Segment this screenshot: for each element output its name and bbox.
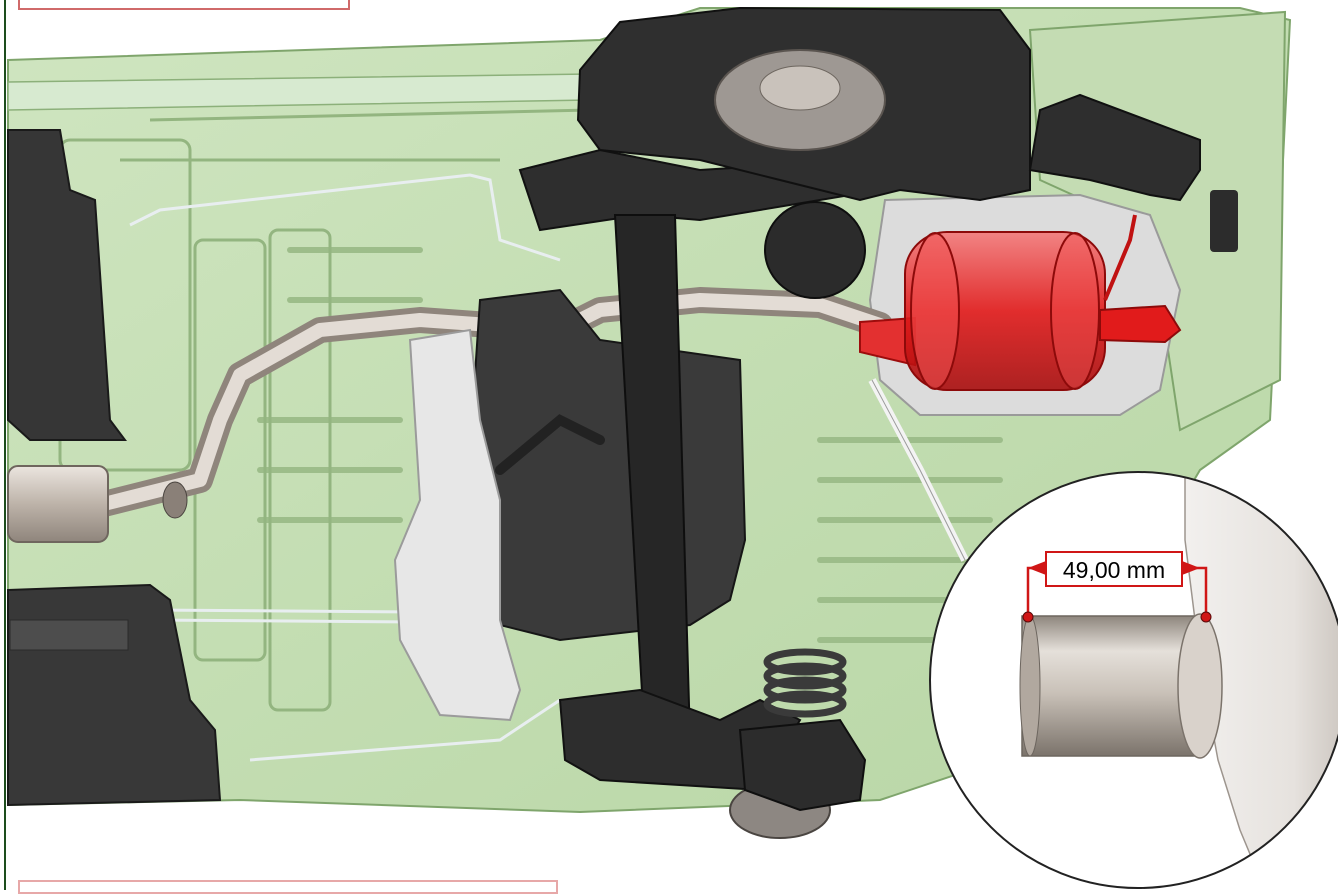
detail-callout: 49,00 mm — [929, 471, 1338, 889]
tailpipe-section — [1021, 615, 1201, 757]
brake-line — [129, 173, 561, 762]
brake-caliper-bottom — [738, 718, 867, 812]
tailpipe-flare — [1177, 613, 1223, 759]
callout-leader-edge — [871, 379, 966, 561]
tow-hook-cover — [1210, 190, 1238, 252]
underbody-cover-front — [7, 129, 127, 441]
floor-ribs — [257, 247, 1003, 643]
rear-muffler — [859, 214, 1182, 391]
floor-channels — [58, 108, 591, 712]
caption-frame-bottom — [18, 880, 558, 894]
rear-bumper-bracket — [1028, 93, 1201, 202]
caption-frame-top — [18, 0, 350, 10]
exhaust-pipe-highlight — [93, 293, 887, 512]
coil-spring — [763, 648, 847, 718]
front-silencer — [7, 465, 109, 543]
fuel-tank-groove — [495, 414, 605, 475]
hub-top — [759, 65, 841, 111]
measurement-label-box — [1045, 551, 1183, 587]
rear-axle-lower-arm — [558, 688, 802, 792]
measurement-arrow-icon — [1022, 561, 1212, 623]
cover-grille — [9, 619, 129, 651]
tank-shield — [393, 328, 522, 722]
silencer-flange — [162, 481, 188, 519]
brake-drum — [764, 201, 866, 299]
measurement-value: 49,00 mm — [1063, 557, 1165, 583]
page-border-line — [4, 0, 6, 890]
